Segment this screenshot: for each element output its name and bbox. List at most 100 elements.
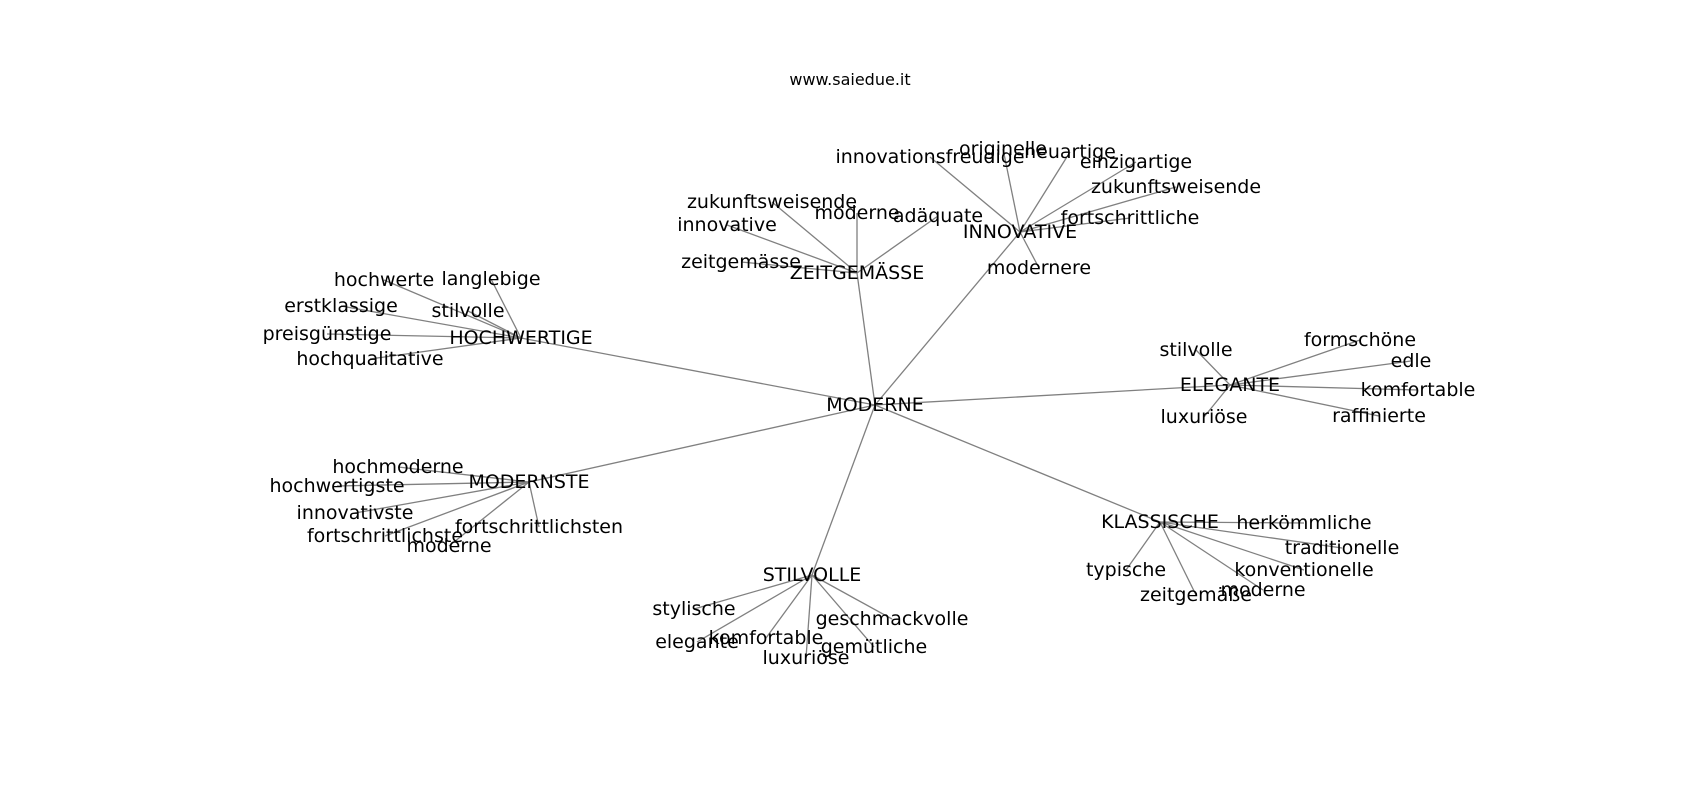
leaf-label-zukunftsweisende: zukunftsweisende — [687, 191, 857, 213]
leaf-label-konventionelle: konventionelle — [1234, 559, 1373, 581]
site-url: www.saiedue.it — [789, 70, 911, 89]
hub-label-klassische: KLASSISCHE — [1101, 511, 1219, 533]
hub-label-innovative: INNOVATIVE — [963, 221, 1077, 243]
edge-innovative-neuartige — [1019, 151, 1071, 233]
leaf-label-moderne: moderne — [814, 202, 899, 224]
hub-label-stilvolle: STILVOLLE — [763, 564, 862, 586]
leaf-label-zukunftsweisende: zukunftsweisende — [1091, 176, 1261, 198]
edge-klassische-konventionelle — [1159, 521, 1305, 571]
leaf-label-adaquate: adäquate — [893, 205, 983, 227]
leaf-label-stilvolle: stilvolle — [431, 300, 504, 322]
hub-label-modernste: MODERNSTE — [468, 471, 589, 493]
leaf-label-raffinierte: raffinierte — [1332, 405, 1426, 427]
edge-stilvolle-luxuriose — [805, 574, 813, 659]
edge-stilvolle-stylische — [693, 574, 813, 610]
leaf-label-luxuriose: luxuriöse — [1161, 406, 1248, 428]
edge-elegante-luxuriose — [1203, 384, 1231, 418]
edge-root-innovative — [874, 231, 1021, 406]
edge-hochwertige-erstklassige — [340, 305, 522, 339]
leaf-label-preisgunstige: preisgünstige — [263, 323, 392, 345]
leaf-label-formschone: formschöne — [1304, 329, 1416, 351]
hub-label-elegante: ELEGANTE — [1180, 374, 1280, 396]
leaf-label-innovationsfreudige: innovationsfreudige — [835, 146, 1024, 168]
leaf-label-hochmoderne: hochmoderne — [332, 456, 463, 478]
edge-klassische-typische — [1125, 521, 1161, 571]
edge-stilvolle-komfortable — [765, 574, 813, 639]
edge-klassische-herkommliche — [1159, 521, 1305, 524]
edge-innovative-modernere — [1019, 231, 1040, 269]
leaf-label-hochwertigste: hochwertigste — [269, 475, 404, 497]
edges-group — [326, 148, 1419, 659]
edge-root-klassische — [874, 404, 1161, 523]
leaf-label-langlebige: langlebige — [441, 268, 540, 290]
leaf-label-hochwerte: hochwerte — [334, 269, 434, 291]
edge-elegante-stilvolle — [1195, 349, 1231, 386]
leaf-label-erstklassige: erstklassige — [284, 295, 398, 317]
edge-innovative-fortschrittliche — [1019, 217, 1131, 233]
edge-root-stilvolle — [811, 404, 876, 576]
leaf-label-komfortable: komfortable — [1361, 379, 1476, 401]
leaf-label-innovativste: innovativste — [297, 502, 414, 524]
leaf-label-moderne: moderne — [406, 535, 491, 557]
leaf-label-zeitgemasse: zeitgemässe — [681, 251, 801, 273]
edge-elegante-raffinierte — [1229, 384, 1380, 417]
edge-elegante-komfortable — [1229, 384, 1419, 391]
leaf-label-edle: edle — [1391, 350, 1432, 372]
leaf-label-innovative: innovative — [677, 214, 777, 236]
edge-zeitgemasse-adaquate — [856, 215, 939, 274]
edge-hochwertige-hochqualitative — [369, 337, 522, 360]
leaf-label-fortschrittliche: fortschrittliche — [1061, 207, 1200, 229]
edge-modernste-moderne — [448, 481, 530, 547]
leaf-label-modernere: modernere — [987, 257, 1091, 279]
edge-stilvolle-elegante — [696, 574, 813, 643]
edge-klassische-zeitgemasse — [1159, 521, 1197, 596]
edge-elegante-edle — [1229, 360, 1412, 386]
leaf-label-fortschrittlichste: fortschrittlichste — [307, 525, 463, 547]
edge-zeitgemasse-zeitgemasse — [740, 261, 858, 274]
edge-klassische-traditionelle — [1159, 521, 1343, 549]
leaf-label-originelle: originelle — [959, 138, 1047, 160]
leaf-label-hochqualitative: hochqualitative — [296, 348, 443, 370]
leaf-label-typische: typische — [1086, 559, 1166, 581]
edge-root-modernste — [528, 404, 876, 483]
leaf-label-elegante: elegante — [655, 631, 739, 653]
edge-stilvolle-gemutliche — [811, 574, 875, 648]
labels-group: innovationsfreudigeoriginelleneuartigeei… — [263, 138, 1476, 669]
leaf-label-zeitgemasse: zeitgemäße — [1140, 584, 1252, 606]
edge-innovative-zukunftsweisende — [1019, 186, 1177, 233]
leaf-label-neuartige: neuartige — [1024, 141, 1116, 163]
edge-root-hochwertige — [520, 337, 876, 406]
edge-hochwertige-preisgunstige — [326, 333, 522, 339]
edge-hochwertige-langlebige — [490, 278, 522, 339]
root-label: MODERNE — [826, 394, 923, 416]
edge-zeitgemasse-innovative — [726, 224, 858, 274]
leaf-label-moderne: moderne — [1220, 579, 1305, 601]
leaf-label-stilvolle: stilvolle — [1159, 339, 1232, 361]
hub-label-zeitgemasse: ZEITGEMÄSSE — [790, 261, 924, 284]
leaf-label-herkommliche: herkömmliche — [1236, 512, 1371, 534]
leaf-label-geschmackvolle: geschmackvolle — [816, 608, 969, 630]
leaf-label-komfortable: komfortable — [709, 627, 824, 649]
leaf-label-einzigartige: einzigartige — [1080, 151, 1192, 173]
edge-root-elegante — [874, 384, 1231, 406]
edge-stilvolle-geschmackvolle — [811, 574, 893, 620]
leaf-label-fortschrittlichsten: fortschrittlichsten — [455, 516, 623, 538]
edge-innovative-originelle — [1002, 148, 1021, 233]
edge-modernste-hochwertigste — [336, 481, 530, 487]
edge-modernste-fortschrittlichsten — [528, 481, 540, 528]
edge-zeitgemasse-zukunftsweisende — [771, 201, 858, 274]
edge-modernste-fortschrittlichste — [384, 481, 530, 537]
edge-modernste-hochmoderne — [397, 466, 530, 483]
edge-elegante-formschone — [1229, 339, 1361, 386]
leaf-label-luxuriose: luxuriöse — [763, 647, 850, 669]
hub-label-hochwertige: HOCHWERTIGE — [449, 327, 592, 349]
edge-innovative-innovationsfreudige — [929, 156, 1021, 233]
edge-modernste-innovativste — [354, 481, 530, 514]
leaf-label-stylische: stylische — [652, 598, 735, 620]
leaf-label-gemutliche: gemütliche — [821, 636, 928, 658]
edge-hochwertige-stilvolle — [467, 310, 522, 339]
leaf-label-traditionelle: traditionelle — [1285, 537, 1400, 559]
edge-innovative-einzigartige — [1019, 161, 1137, 233]
